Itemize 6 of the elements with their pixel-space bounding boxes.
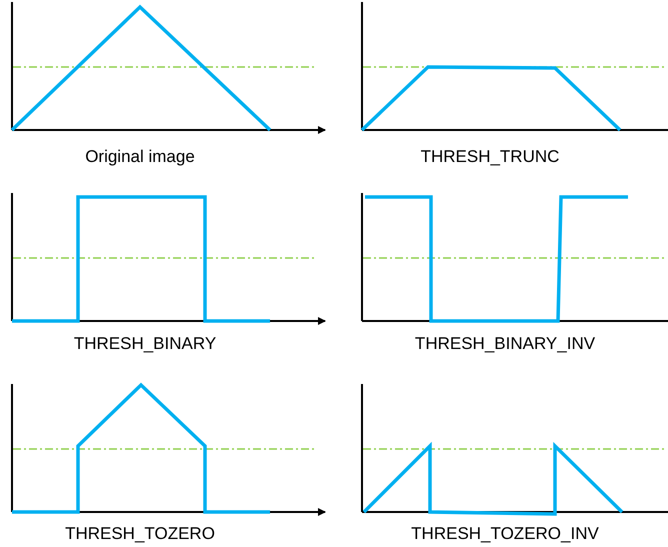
plot-caption: THRESH_BINARY_INV — [414, 334, 596, 354]
plot-caption: THRESH_TOZERO_INV — [411, 524, 599, 544]
plot-caption: THRESH_BINARY — [74, 334, 216, 354]
plot-caption: THRESH_TOZERO — [65, 524, 215, 544]
plot-caption: THRESH_TRUNC — [420, 147, 560, 167]
plot-caption: Original image — [85, 147, 195, 167]
